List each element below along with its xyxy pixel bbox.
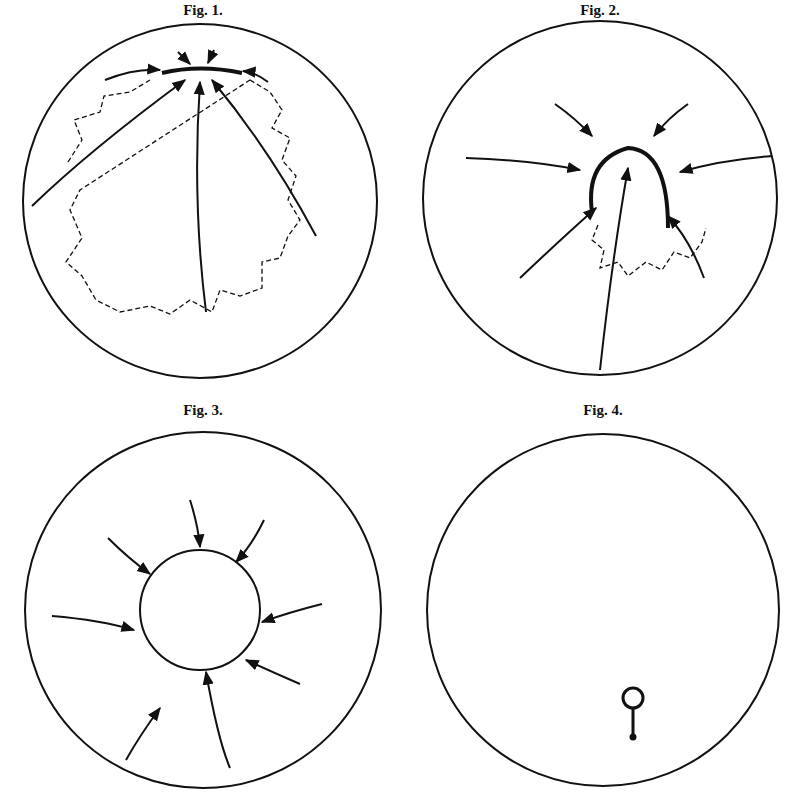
flow-arrow xyxy=(212,80,316,236)
figure-label: Fig. 2. xyxy=(578,2,622,19)
flow-arrow xyxy=(178,52,190,64)
flow-arrow xyxy=(52,616,134,630)
egg-outline xyxy=(23,24,377,378)
blastopore-stalk xyxy=(632,708,635,734)
flow-arrow xyxy=(190,500,200,547)
figure-label: Fig. 1. xyxy=(181,2,225,19)
flow-arrow xyxy=(600,168,628,370)
flow-arrow xyxy=(197,82,206,312)
blastopore-lip xyxy=(591,148,668,228)
flow-arrow xyxy=(32,80,185,206)
egg-outline xyxy=(25,432,381,788)
flow-arrow xyxy=(246,660,300,684)
flow-arrow xyxy=(466,158,580,170)
blastopore-dot xyxy=(630,734,637,741)
flow-arrow xyxy=(555,104,592,136)
egg-outline xyxy=(423,21,777,375)
dashed-region xyxy=(592,225,706,276)
blastopore-ring xyxy=(140,550,260,670)
flow-arrow xyxy=(108,538,150,574)
flow-arrow xyxy=(520,208,596,278)
blastopore-lip xyxy=(162,69,242,74)
figure-label: Fig. 3. xyxy=(181,402,225,419)
flow-arrow xyxy=(206,672,230,768)
figure-label: Fig. 4. xyxy=(581,402,625,419)
flow-arrow xyxy=(243,71,268,82)
flow-arrow xyxy=(236,520,264,562)
flow-arrow xyxy=(668,216,704,278)
flow-arrow xyxy=(126,708,160,760)
flow-arrow xyxy=(262,604,322,622)
blastopore-ring xyxy=(623,688,643,708)
dashed-region xyxy=(66,80,300,314)
flow-arrow xyxy=(654,104,688,136)
egg-outline xyxy=(427,434,779,786)
flow-arrow xyxy=(680,156,772,172)
flow-arrow xyxy=(105,70,160,80)
flow-arrow xyxy=(208,50,214,63)
